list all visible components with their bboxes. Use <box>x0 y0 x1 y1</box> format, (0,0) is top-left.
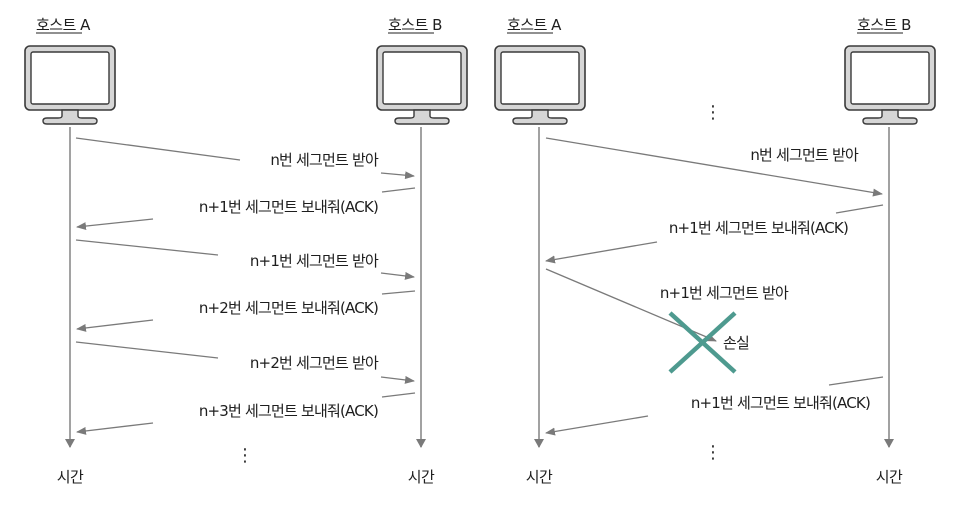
left-msg-3-line <box>75 239 219 256</box>
right-msg-2-label: n+1번 세그먼트 보내줘(ACK) <box>669 219 848 237</box>
left-host-a-monitor-icon <box>24 45 116 125</box>
left-continuation-ellipsis: ⋮ <box>236 445 254 466</box>
left-msg-2-arrow <box>76 218 154 231</box>
loss-label: 손실 <box>723 334 749 352</box>
right-continuation-ellipsis: ⋮ <box>704 442 722 463</box>
right-msg-1-arrow <box>545 137 883 197</box>
right-host-a-label: 호스트 A <box>507 16 562 34</box>
left-host-a-time-label: 시간 <box>57 468 84 486</box>
left-host-b-time-label: 시간 <box>408 468 435 486</box>
loss-x-icon-stroke-2 <box>668 311 737 374</box>
right-msg-2-arrow <box>545 241 658 264</box>
left-msg-2-label: n+1번 세그먼트 보내줘(ACK) <box>199 198 378 216</box>
right-msg-2-line <box>835 204 884 214</box>
left-msg-5-line <box>75 341 219 359</box>
right-msg-1-label: n번 세그먼트 받아 <box>750 146 859 164</box>
right-host-a-monitor-icon <box>494 45 586 125</box>
right-msg-4-label: n+1번 세그먼트 보내줘(ACK) <box>691 394 870 412</box>
left-host-a-label: 호스트 A <box>36 16 91 34</box>
right-msg-3-label: n+1번 세그먼트 받아 <box>660 284 789 302</box>
left-host-b-monitor-icon <box>376 45 468 125</box>
left-diagram: 호스트 A 호스트 B n번 세그먼트 받아 n+1번 세그먼트 보내줘(ACK… <box>24 16 468 486</box>
left-host-b-label: 호스트 B <box>388 16 442 34</box>
left-msg-1-line <box>75 137 241 161</box>
left-msg-6-line <box>381 392 416 398</box>
right-top-continuation-ellipsis: ⋮ <box>704 102 722 123</box>
left-msg-1-arrow <box>380 171 415 180</box>
left-msg-1-label: n번 세그먼트 받아 <box>270 151 379 169</box>
right-host-b-monitor-icon <box>844 45 936 125</box>
left-msg-6-arrow <box>76 422 154 435</box>
left-msg-5-arrow <box>380 375 415 384</box>
right-host-b-time-label: 시간 <box>876 468 903 486</box>
left-msg-3-arrow <box>380 271 415 280</box>
left-msg-5-label: n+2번 세그먼트 받아 <box>250 354 379 372</box>
right-host-b-label: 호스트 B <box>857 16 911 34</box>
left-msg-3-label: n+1번 세그먼트 받아 <box>250 252 379 270</box>
left-msg-2-line <box>381 187 416 193</box>
right-diagram: 호스트 A 호스트 B ⋮ n번 세그먼트 받아 n+1번 세그먼트 보내줘(A… <box>494 16 936 486</box>
right-msg-4-line <box>828 376 884 386</box>
left-msg-4-line <box>381 290 416 295</box>
right-host-a-time-label: 시간 <box>526 468 553 486</box>
right-msg-4-arrow <box>545 415 649 436</box>
left-msg-4-label: n+2번 세그먼트 보내줘(ACK) <box>199 299 378 317</box>
left-msg-6-label: n+3번 세그먼트 보내줘(ACK) <box>199 402 378 420</box>
left-msg-4-arrow <box>76 319 154 332</box>
